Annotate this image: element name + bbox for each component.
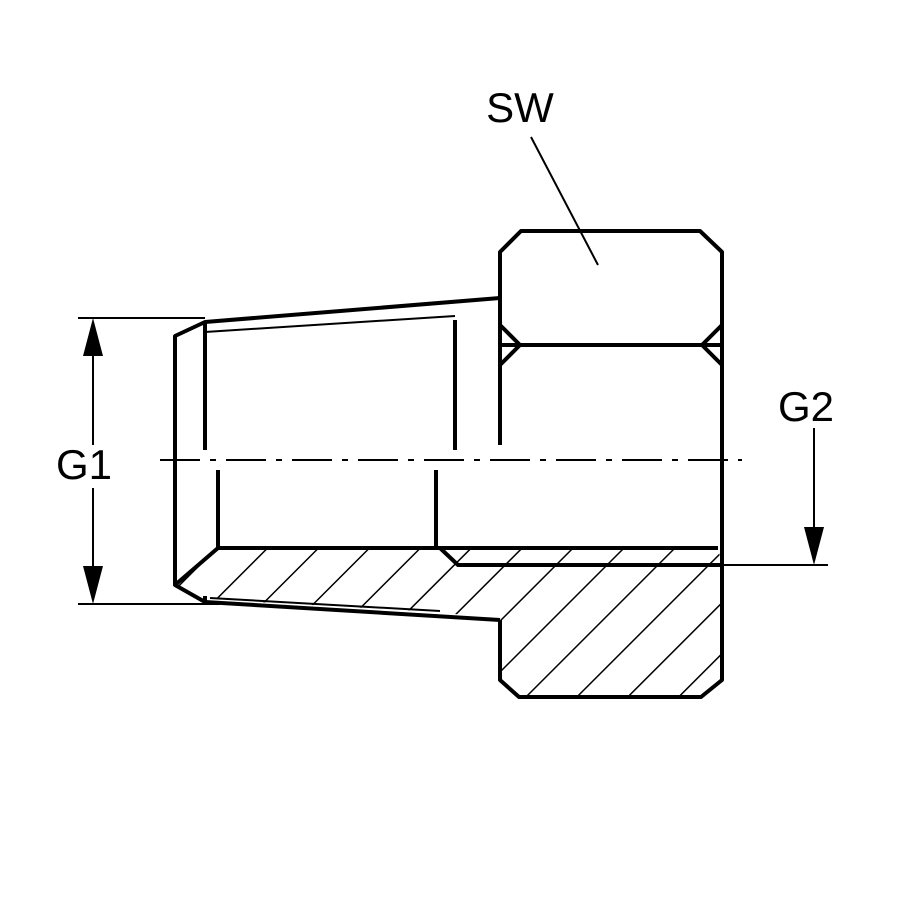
- hex-nut-outline: [498, 229, 724, 699]
- g2-dimension: [722, 428, 828, 566]
- sw-leader-line: [530, 136, 599, 266]
- thread-root-lines: [204, 315, 456, 612]
- g1-label: G1: [56, 441, 112, 488]
- g1-dimension: [78, 317, 220, 605]
- g2-label: G2: [778, 383, 834, 430]
- sw-label: SW: [486, 84, 554, 131]
